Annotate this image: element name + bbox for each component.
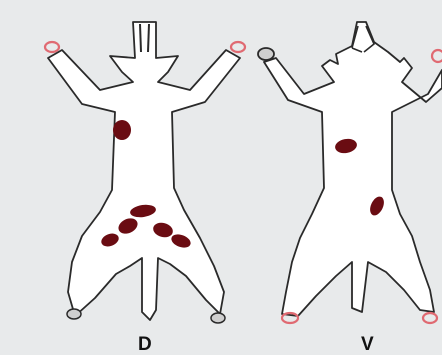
dorsal-paw-hind-right (211, 313, 225, 323)
dorsal-lesion-shoulder (113, 120, 131, 140)
ventral-body-outline (264, 22, 442, 316)
dorsal-view-label: D (138, 335, 152, 354)
pelt-diagram: D V (0, 0, 442, 347)
ventral-paw-front-left (258, 48, 274, 60)
ventral-view-label: V (361, 335, 374, 354)
ventral-view (258, 22, 442, 323)
ventral-paw-hind-right (423, 313, 437, 323)
dorsal-ear-right (148, 24, 149, 52)
dorsal-paw-front-left (45, 42, 59, 52)
dorsal-paw-hind-left (67, 309, 81, 319)
dorsal-view (45, 22, 245, 323)
dorsal-ear-left (140, 24, 141, 52)
dorsal-body-outline (48, 22, 240, 320)
dorsal-paw-front-right (231, 42, 245, 52)
pelt-diagram-svg (0, 0, 442, 347)
ventral-paw-front-right (432, 50, 442, 62)
